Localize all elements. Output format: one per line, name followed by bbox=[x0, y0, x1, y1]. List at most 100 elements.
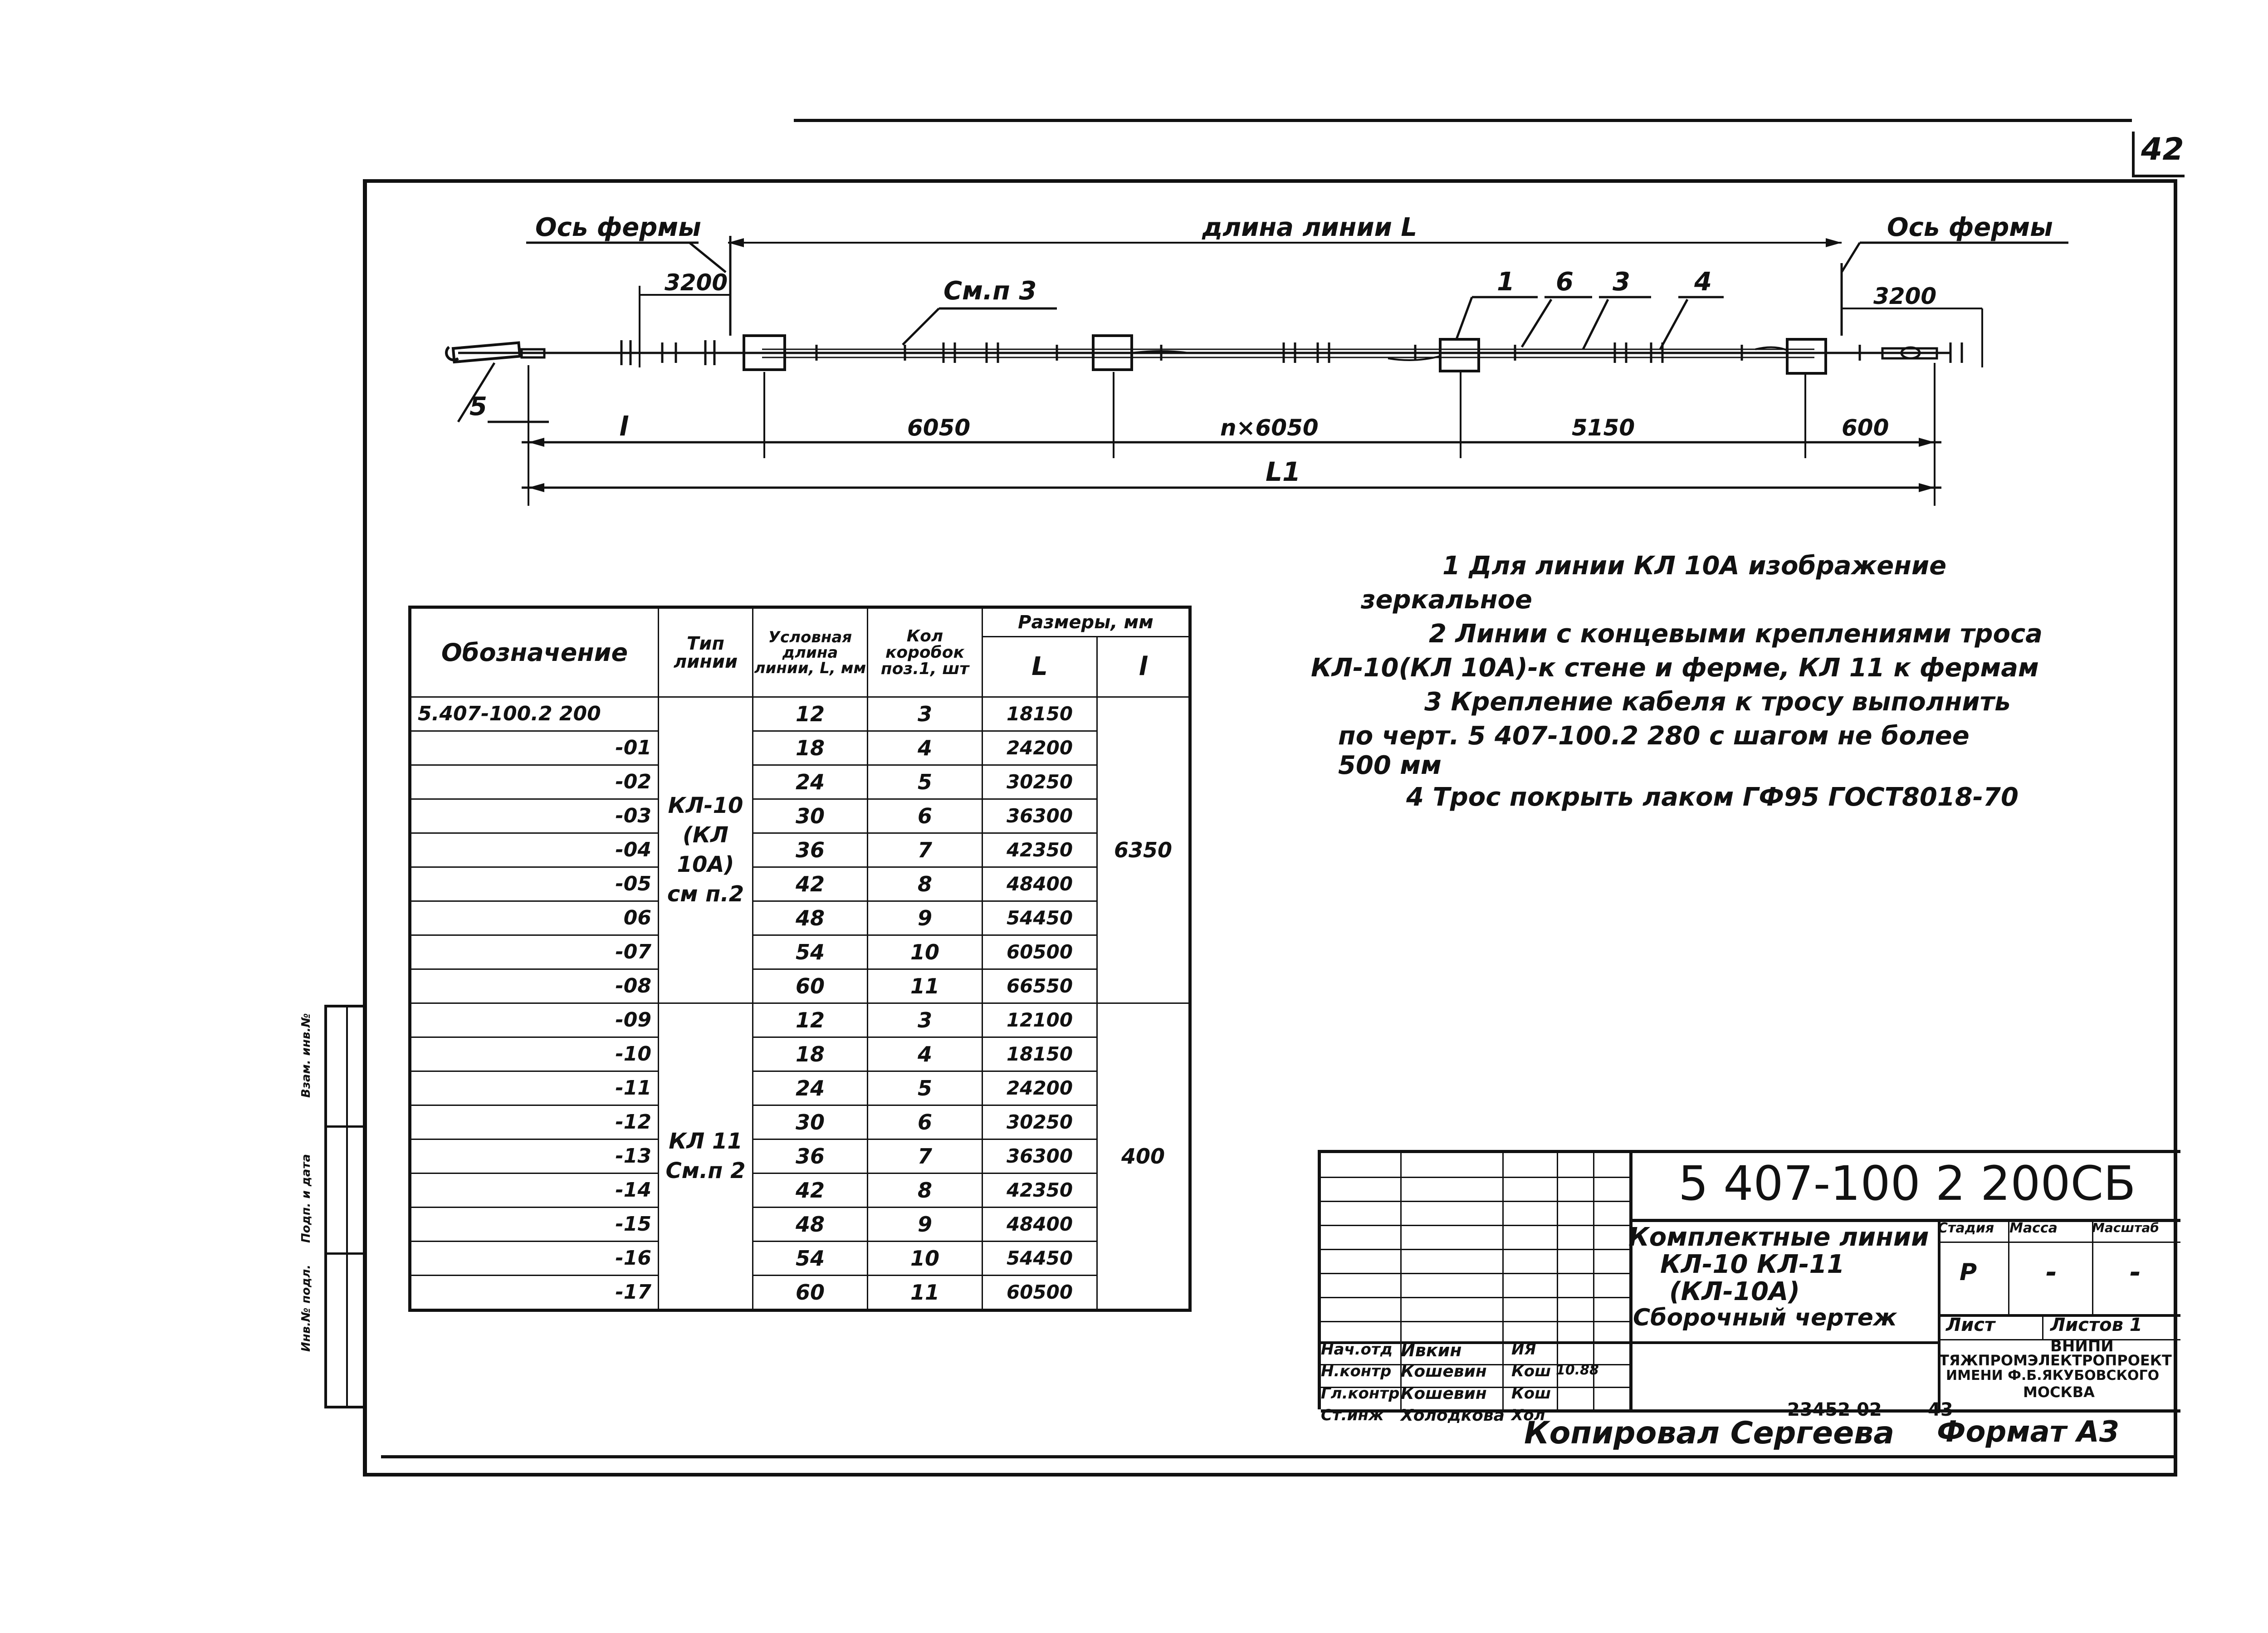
signer-role: Н.контр bbox=[1321, 1362, 1392, 1380]
page-number-box bbox=[2132, 132, 2185, 177]
table-row: -17 60 11 60500 bbox=[409, 1275, 1190, 1311]
note-2: 2 Линии с концевыми креплениями троса bbox=[1429, 619, 2043, 649]
l-cell-group-a: 6350 bbox=[1096, 696, 1191, 1004]
line-length-label: длина линии L bbox=[1202, 213, 1417, 242]
header-length: Условная длина линии, L, мм bbox=[752, 606, 868, 698]
header-size-l: l bbox=[1096, 636, 1191, 698]
signer-signature: Кош bbox=[1511, 1384, 1551, 1403]
callout-5: 5 bbox=[469, 392, 487, 421]
title-line-3: (КЛ-10А) bbox=[1669, 1277, 1800, 1306]
header-designation: Обозначение bbox=[409, 606, 659, 698]
side-stamp bbox=[324, 1005, 363, 1408]
signer-signature: ИЯ bbox=[1511, 1340, 1536, 1359]
sheet-top-line bbox=[794, 119, 2132, 122]
signer-name: Кошевин bbox=[1401, 1384, 1487, 1403]
table-row: -12 30 6 30250 bbox=[409, 1105, 1190, 1140]
table-row: -01 18 4 24200 bbox=[409, 730, 1190, 766]
side-stamp-label-2: Подп. и дата bbox=[299, 1154, 313, 1243]
org-line-1: ВНИПИ bbox=[2050, 1337, 2114, 1355]
dim-seg-2: n×6050 bbox=[1220, 415, 1319, 441]
title-block bbox=[1318, 1150, 2180, 1413]
callout-4: 4 bbox=[1694, 267, 1712, 297]
mass-header: Масса bbox=[2009, 1220, 2058, 1236]
note-1-cont: зеркальное bbox=[1361, 585, 1532, 615]
sheet-bottom-line bbox=[381, 1455, 2177, 1458]
stage-value: Р bbox=[1960, 1259, 1977, 1286]
copied-by: Копировал Сергеева bbox=[1524, 1415, 1895, 1451]
table-row: -08 60 11 66550 bbox=[409, 968, 1190, 1004]
dim-seg-3: 5150 bbox=[1572, 415, 1635, 441]
note-3: 3 Крепление кабеля к тросу выполнить bbox=[1424, 687, 2011, 717]
note-4: 4 Трос покрыть лаком ГФ95 ГОСТ8018-70 bbox=[1406, 782, 2019, 812]
org-line-2: ТЯЖПРОМЭЛЕКТРОПРОЕКТ bbox=[1939, 1352, 2172, 1369]
title-line-2: КЛ-10 КЛ-11 bbox=[1660, 1250, 1845, 1279]
signer-signature: Кош bbox=[1511, 1362, 1551, 1380]
signer-name: Кошевин bbox=[1401, 1362, 1487, 1381]
sheet-header: Лист bbox=[1946, 1315, 1995, 1335]
drawing-code: 5 407-100 2 200СБ bbox=[1678, 1156, 2136, 1211]
left-offset-dim: 3200 bbox=[665, 269, 728, 296]
table-row: -07 54 10 60500 bbox=[409, 934, 1190, 970]
mass-value: - bbox=[2046, 1257, 2057, 1288]
note-2-cont: КЛ-10(КЛ 10А)-к стене и ферме, КЛ 11 к ф… bbox=[1311, 653, 2039, 683]
signer-role: Нач.отд bbox=[1321, 1340, 1393, 1359]
org-line-3: ИМЕНИ Ф.Б.ЯКУБОВСКОГО bbox=[1946, 1368, 2160, 1384]
sheets-header: Листов 1 bbox=[2050, 1315, 2142, 1335]
signer-name: Холодкова bbox=[1401, 1406, 1505, 1425]
scale-header: Масштаб bbox=[2092, 1220, 2159, 1235]
dim-seg-1: 6050 bbox=[907, 415, 970, 441]
stage-header: Стадия bbox=[1938, 1220, 1994, 1236]
assembly-drawing: Ось фермы длина линии L Ось фермы 3200 3… bbox=[445, 213, 2068, 506]
side-stamp-label-1: Инв.№ подл. bbox=[299, 1264, 313, 1352]
note-3-end: 500 мм bbox=[1338, 751, 1442, 780]
org-line-4: МОСКВА bbox=[2023, 1384, 2095, 1401]
l-cell-group-b: 400 bbox=[1096, 1002, 1191, 1311]
scale-value: - bbox=[2130, 1257, 2141, 1288]
table-row: -11 24 5 24200 bbox=[409, 1071, 1190, 1106]
note-3-cont: по черт. 5 407-100.2 280 с шагом не боле… bbox=[1338, 721, 1970, 751]
table-row: -16 54 10 54450 bbox=[409, 1241, 1190, 1276]
header-type: Тип линии bbox=[658, 606, 753, 698]
right-offset-dim: 3200 bbox=[1873, 283, 1936, 309]
archive-number: 23452 02 bbox=[1787, 1399, 1882, 1420]
page-number: 42 bbox=[2141, 132, 2184, 167]
drawing-frame bbox=[363, 179, 2177, 1477]
signer-signature: Хол bbox=[1511, 1406, 1545, 1424]
side-stamp-label-3: Взам. инв.№ bbox=[299, 1013, 313, 1098]
truss-axis-left-label: Ось фермы bbox=[535, 213, 701, 242]
specification-table: Обозначение Тип линии Условная длина лин… bbox=[408, 606, 1192, 1312]
type-cell-group-b: КЛ 11 См.п 2 bbox=[658, 1002, 753, 1311]
type-cell-group-a: КЛ-10 (КЛ 10А) см п.2 bbox=[658, 696, 753, 1004]
callout-3: 3 bbox=[1613, 267, 1630, 297]
table-row: -15 48 9 48400 bbox=[409, 1207, 1190, 1242]
signer-role: Гл.контр bbox=[1321, 1384, 1400, 1403]
dim-seg-4: 600 bbox=[1842, 415, 1889, 441]
signer-name: Ивкин bbox=[1401, 1340, 1462, 1360]
archive-page: 43 bbox=[1928, 1399, 1953, 1420]
callout-1: 1 bbox=[1497, 267, 1515, 297]
dim-total: L1 bbox=[1266, 456, 1300, 487]
title-line-1: Комплектные линии bbox=[1628, 1222, 1929, 1252]
table-row: -14 42 8 42350 bbox=[409, 1173, 1190, 1208]
header-size-L: L bbox=[982, 636, 1098, 698]
sheet-format: Формат А3 bbox=[1937, 1415, 2120, 1449]
signer-role: Ст.инж bbox=[1321, 1406, 1384, 1424]
table-row: -13 36 7 36300 bbox=[409, 1139, 1190, 1174]
signer-date: 10.88 bbox=[1556, 1362, 1599, 1378]
table-row: 06 48 9 54450 bbox=[409, 900, 1190, 936]
dim-l: l bbox=[619, 411, 629, 442]
table-row: -04 36 7 42350 bbox=[409, 832, 1190, 868]
table-row: 5.407-100.2 200 КЛ-10 (КЛ 10А) см п.2 12… bbox=[409, 696, 1191, 1004]
table-row: -09 КЛ 11 См.п 2 12 3 12100 400 bbox=[409, 1002, 1191, 1311]
title-line-4: Сборочный чертеж bbox=[1633, 1304, 1897, 1331]
see-note-3-label: См.п 3 bbox=[943, 276, 1036, 306]
note-1: 1 Для линии КЛ 10А изображение bbox=[1442, 551, 1947, 581]
header-sizes: Размеры, мм bbox=[982, 606, 1191, 637]
truss-axis-right-label: Ось фермы bbox=[1887, 213, 2053, 242]
table-row: -03 30 6 36300 bbox=[409, 798, 1190, 834]
table-row: -10 18 4 18150 bbox=[409, 1037, 1190, 1072]
table-row: -02 24 5 30250 bbox=[409, 764, 1190, 800]
header-count: Кол коробок поз.1, шт bbox=[867, 606, 983, 698]
table-row: -05 42 8 48400 bbox=[409, 866, 1190, 902]
callout-6: 6 bbox=[1556, 267, 1574, 297]
